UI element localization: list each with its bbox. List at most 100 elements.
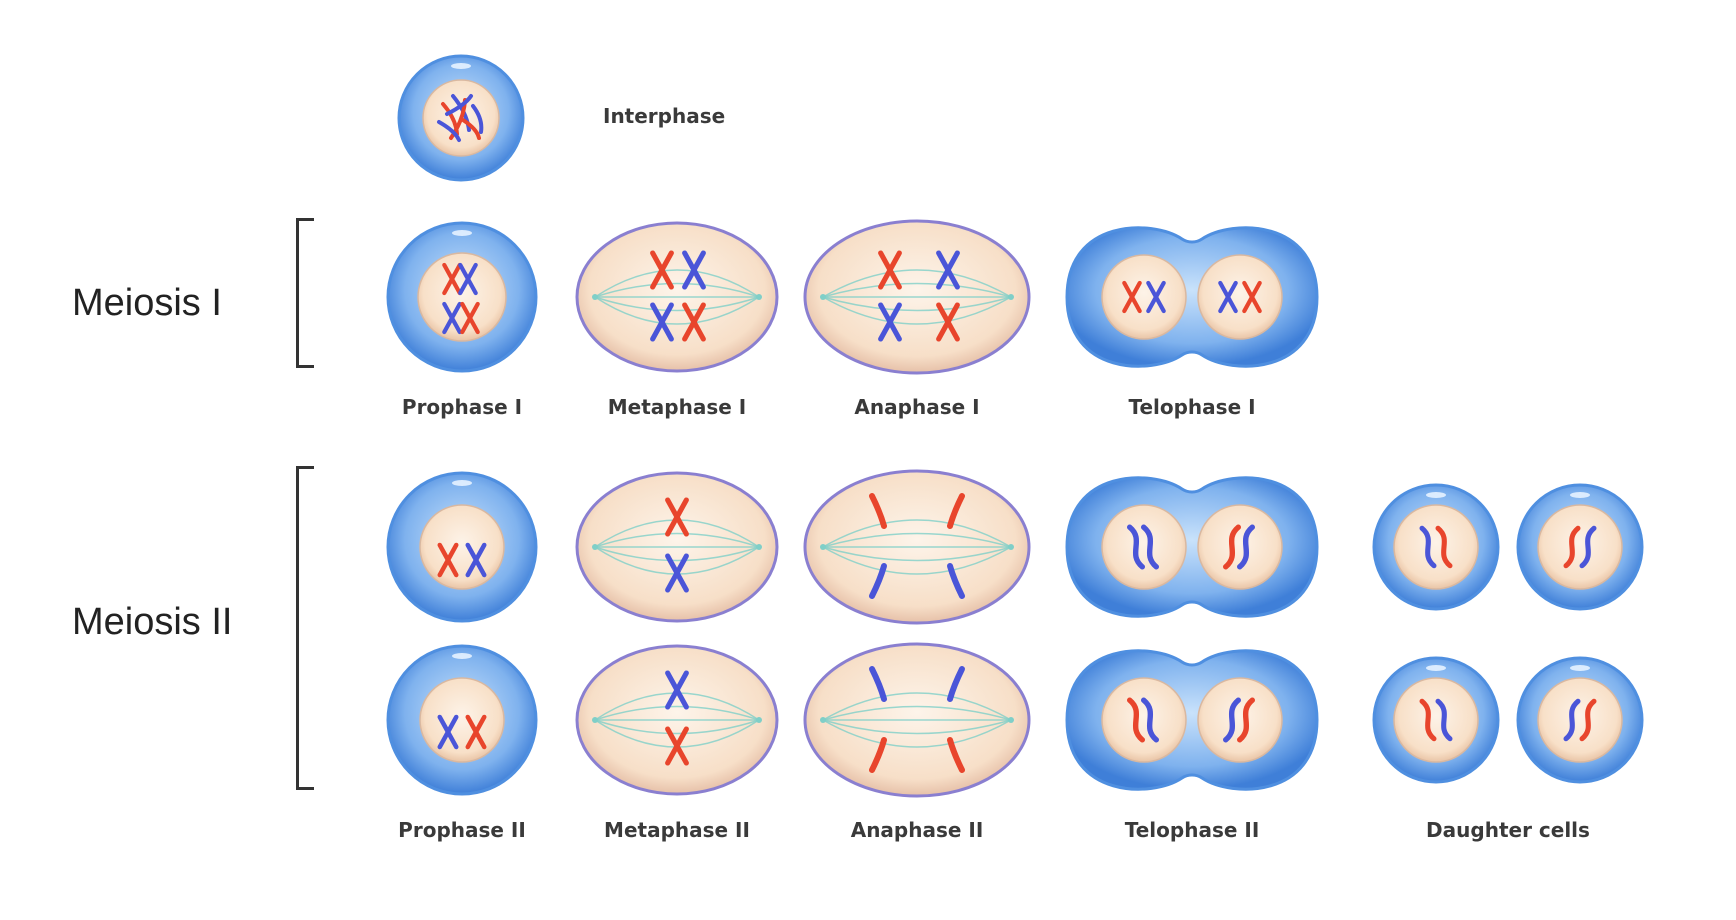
centrosome [820, 294, 826, 300]
nucleus [1537, 677, 1623, 763]
chromatid [869, 493, 887, 529]
nucleus [1197, 254, 1283, 340]
chromosome-arm [682, 250, 706, 290]
nucleus [1393, 677, 1479, 763]
spindle-fiber [822, 692, 1012, 721]
spindle-fiber [822, 269, 1012, 298]
chromosome-arm [650, 302, 674, 342]
highlight [451, 63, 471, 69]
chromatid [1223, 697, 1241, 743]
daughter-cell-1 [1372, 483, 1500, 611]
meiosis-1-label: Meiosis I [72, 282, 222, 324]
nucleus [1537, 504, 1623, 590]
interphase-cell [397, 54, 525, 182]
daughter-cells-label: Daughter cells [1426, 818, 1590, 842]
chromatid [1579, 698, 1597, 742]
centrosome [1008, 544, 1014, 550]
chromatid [1237, 524, 1255, 570]
chromatid [1435, 525, 1453, 569]
chromosome-arm [665, 726, 689, 766]
highlight [452, 230, 472, 236]
chromatid [1435, 698, 1453, 742]
metaphase-1-label: Metaphase I [607, 395, 747, 419]
chromatin [445, 94, 473, 116]
chromosome-arm [1242, 280, 1262, 314]
spindle-fiber [822, 282, 1012, 298]
daughter-cell-3 [1372, 656, 1500, 784]
nucleus [417, 252, 507, 342]
chromosome-arm [465, 714, 487, 750]
chromosome-arm [936, 302, 960, 342]
spindle-fiber [822, 546, 1012, 562]
chromosome-arm [1218, 280, 1238, 314]
daughter-cell-4 [1516, 656, 1644, 784]
nucleus [1101, 677, 1187, 763]
spindle-fiber [594, 296, 760, 312]
chromatid [1563, 525, 1581, 569]
meiosis-1-bracket [296, 218, 314, 368]
telophase-1-cell [1065, 226, 1319, 368]
centrosome [592, 717, 598, 723]
chromosome-arm [1146, 280, 1166, 314]
centrosome [1008, 717, 1014, 723]
interphase-label: Interphase [603, 104, 726, 128]
meiosis-2-bracket [296, 466, 314, 790]
spindle-fiber [822, 519, 1012, 548]
chromatin [461, 118, 481, 140]
highlight [1570, 665, 1590, 671]
chromosome-arm [437, 542, 459, 578]
highlight [1570, 492, 1590, 498]
chromosome-arm [460, 301, 480, 335]
chromatid [1579, 525, 1597, 569]
spindle-fiber [822, 296, 1012, 325]
centrosome [1008, 294, 1014, 300]
chromatid [1237, 697, 1255, 743]
centrosome [756, 294, 762, 300]
spindle-fiber [594, 296, 760, 325]
metaphase-2-label: Metaphase II [604, 818, 750, 842]
chromosome-arm [650, 250, 674, 290]
chromatid [947, 737, 965, 773]
spindle-fiber [594, 532, 760, 548]
telophase-2-cell-b [1065, 649, 1319, 791]
chromatin [437, 120, 461, 142]
chromatid [869, 666, 887, 702]
centrosome [820, 717, 826, 723]
nucleus [1197, 504, 1283, 590]
centrosome [592, 294, 598, 300]
chromatid [1563, 698, 1581, 742]
prophase-2-cell-b [386, 644, 538, 796]
spindle-fiber [594, 546, 760, 562]
chromosome-arm [465, 542, 487, 578]
nucleus [1101, 254, 1187, 340]
chromatid [947, 666, 965, 702]
anaphase-2-label: Anaphase II [850, 818, 984, 842]
anaphase-1-cell [803, 219, 1031, 375]
centrosome [756, 717, 762, 723]
anaphase-2-cell-a [803, 469, 1031, 625]
telophase-2-cell-a [1065, 476, 1319, 618]
chromatid [947, 493, 965, 529]
chromatid [1223, 524, 1241, 570]
chromosome-arm [458, 262, 478, 296]
chromosome-arm [437, 714, 459, 750]
spindle-fiber [822, 719, 1012, 735]
chromosome-arm [665, 497, 689, 537]
chromosome-arm [878, 250, 902, 290]
meiosis-2-label: Meiosis II [72, 601, 233, 643]
chromosome-arm [1122, 280, 1142, 314]
spindle-fiber [594, 269, 760, 298]
nucleus [419, 504, 505, 590]
highlight [1426, 492, 1446, 498]
centrosome [756, 544, 762, 550]
nucleus [1393, 504, 1479, 590]
chromatid [947, 563, 965, 599]
telophase-1-label: Telophase I [1128, 395, 1256, 419]
centrosome [592, 544, 598, 550]
daughter-cell-2 [1516, 483, 1644, 611]
chromosome-arm [442, 262, 462, 296]
metaphase-1-cell [575, 221, 779, 373]
chromosome-arm [665, 553, 689, 593]
